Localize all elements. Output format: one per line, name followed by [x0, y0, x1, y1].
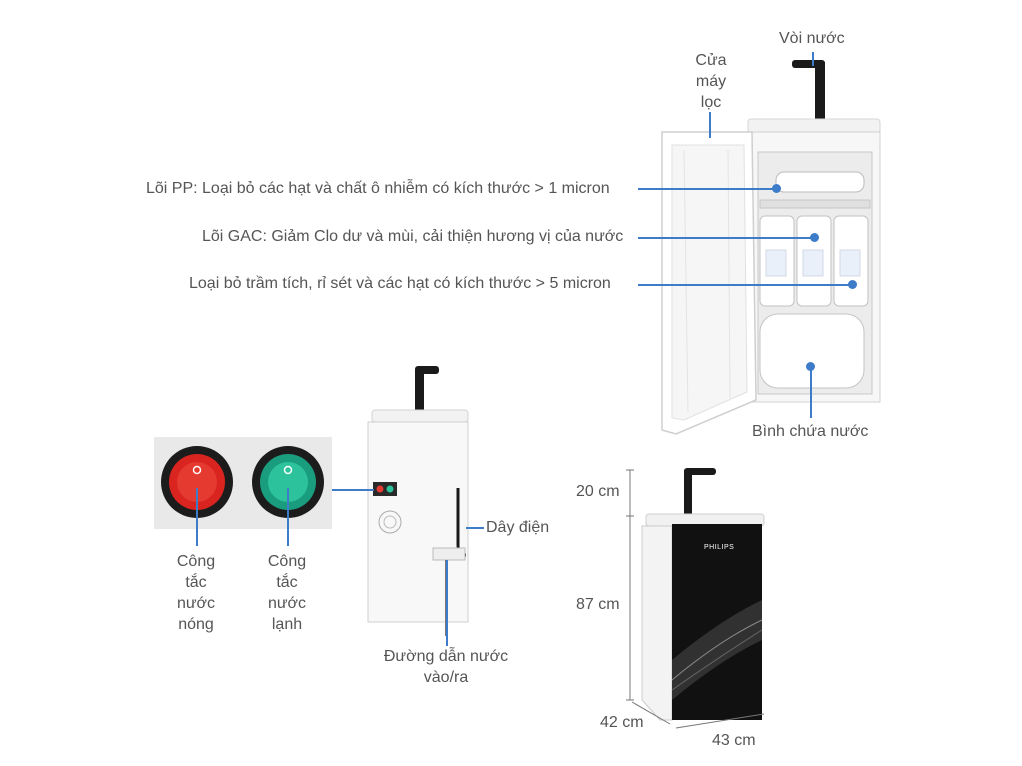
dimension-machine [626, 468, 765, 729]
dim-depth-label: 42 cm [600, 714, 644, 731]
tank-label: Bình chứa nước [752, 423, 869, 440]
power-cord-label: Dây điện [486, 519, 550, 536]
sediment-label: Loại bỏ trầm tích, rỉ sét và các hạt có … [189, 275, 611, 292]
cold-switch-label: Công tắc nước lạnh [267, 553, 307, 633]
gac-callout-dot [810, 233, 819, 242]
dim-width-label: 43 cm [712, 732, 756, 749]
pp-core-label: Lõi PP: Loại bỏ các hạt và chất ô nhiễm … [146, 180, 610, 197]
gac-callout-line [638, 237, 814, 239]
brand-logo: PHILIPS [704, 544, 735, 551]
pp-callout-dot [772, 184, 781, 193]
hot-switch-callout-line [196, 488, 198, 546]
tank-callout-dot [806, 362, 815, 371]
door-label: Cửa máy lọc [695, 52, 727, 111]
open-machine [661, 60, 881, 435]
cord-callout-line [466, 527, 484, 529]
dim-height-label: 87 cm [576, 596, 620, 613]
tank-callout-line [810, 366, 812, 418]
sediment-callout-dot [848, 280, 857, 289]
gac-core-label: Lõi GAC: Giảm Clo dư và mùi, cải thiện h… [202, 228, 624, 245]
back-view-machine [367, 366, 469, 636]
hot-switch-label: Công tắc nước nóng [176, 553, 216, 633]
pp-callout-line [638, 188, 776, 190]
sediment-callout-line [638, 284, 852, 286]
switch-callout-line [332, 489, 374, 491]
faucet-label: Vòi nước [779, 30, 845, 47]
faucet-callout-line [812, 52, 814, 66]
door-callout-line [709, 112, 711, 138]
water-pipes-label: Đường dẫn nước vào/ra [383, 648, 509, 686]
cold-switch-callout-line [287, 488, 289, 546]
pipe-callout-line [446, 560, 448, 646]
switch-closeup [154, 437, 332, 529]
dim-top-label: 20 cm [576, 483, 620, 500]
